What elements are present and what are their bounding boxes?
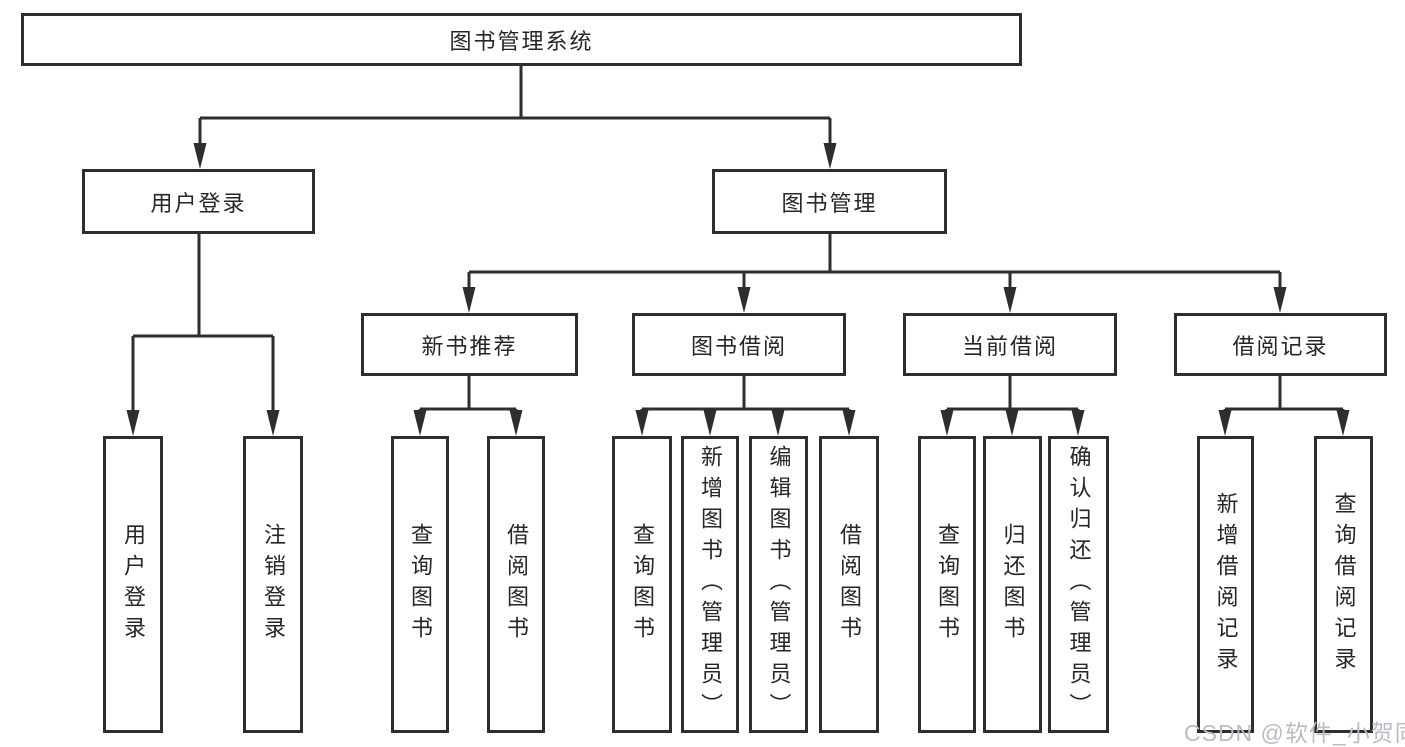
arrowhead (462, 287, 476, 313)
node-book-borrow: 图书借阅 (632, 313, 846, 376)
leaf-bb-borrow-book-label: 借阅图书 (837, 522, 862, 647)
arrowheads (126, 143, 1350, 436)
arrowhead (842, 410, 856, 436)
node-borrow-records-label: 借阅记录 (1232, 333, 1329, 359)
arrowhead (413, 410, 427, 436)
node-book-borrow-label: 图书借阅 (690, 333, 787, 359)
node-current-borrow-label: 当前借阅 (961, 333, 1058, 359)
leaf-bb-query-book-label: 查询图书 (630, 522, 655, 647)
leaf-br-query-record-label: 查询借阅记录 (1331, 491, 1357, 678)
leaf-cb-return-book-label: 归还图书 (1000, 522, 1026, 647)
leaf-nbr-query-book-label: 查询图书 (408, 522, 433, 647)
leaf-cb-return-book: 归还图书 (983, 436, 1042, 733)
node-book-management: 图书管理 (712, 169, 947, 234)
arrowhead (703, 410, 717, 436)
arrowhead (1071, 410, 1085, 436)
node-new-book-recommend-label: 新书推荐 (421, 333, 518, 359)
arrowhead (940, 410, 954, 436)
leaf-br-add-record: 新增借阅记录 (1197, 436, 1254, 733)
arrowhead (737, 287, 751, 313)
leaf-bb-borrow-book: 借阅图书 (819, 436, 879, 733)
leaf-cb-query-book-label: 查询图书 (935, 522, 960, 647)
arrowhead (1003, 287, 1017, 313)
connector-current-borrow-to-leaves (945, 375, 1080, 413)
arrowhead (1218, 410, 1232, 436)
leaf-cb-confirm-return-admin-label: 确认归还（管理员） (1066, 445, 1092, 724)
node-book-management-label: 图书管理 (781, 190, 878, 216)
arrowhead (266, 410, 280, 436)
leaf-nbr-query-book: 查询图书 (391, 436, 449, 733)
connector-book-borrow-to-leaves (640, 375, 851, 413)
leaf-logout-login: 注销登录 (243, 436, 303, 733)
leaf-nbr-borrow-book: 借阅图书 (487, 436, 545, 733)
arrowhead (1273, 287, 1287, 313)
leaf-user-login-label: 用户登录 (121, 522, 146, 647)
node-new-book-recommend: 新书推荐 (361, 313, 578, 376)
node-user-login: 用户登录 (82, 169, 315, 234)
arrowhead (823, 143, 837, 169)
leaf-bb-edit-book-admin: 编辑图书（管理员） (749, 436, 808, 733)
connector-book-mgmt-to-level3 (467, 233, 1282, 290)
connector-root-to-level2 (198, 65, 832, 146)
leaf-nbr-borrow-book-label: 借阅图书 (504, 522, 529, 647)
leaf-bb-edit-book-admin-label: 编辑图书（管理员） (766, 445, 792, 724)
leaf-bb-add-book-admin-label: 新增图书（管理员） (698, 445, 723, 724)
node-root: 图书管理系统 (21, 13, 1022, 66)
arrowhead (193, 143, 207, 169)
arrowhead (635, 410, 649, 436)
node-borrow-records: 借阅记录 (1174, 313, 1387, 376)
leaf-br-add-record-label: 新增借阅记录 (1213, 491, 1239, 678)
leaf-user-login: 用户登录 (103, 436, 163, 733)
arrowhead (1005, 410, 1019, 436)
arrowhead (126, 410, 140, 436)
csdn-watermark: CSDN @软件_小贺同学 (1184, 720, 1405, 746)
node-root-label: 图书管理系统 (449, 28, 594, 54)
node-current-borrow: 当前借阅 (903, 313, 1117, 376)
leaf-cb-confirm-return-admin: 确认归还（管理员） (1048, 436, 1109, 733)
node-user-login-label: 用户登录 (150, 190, 247, 216)
connector-new-book-to-leaves (418, 375, 518, 413)
leaf-bb-add-book-admin: 新增图书（管理员） (681, 436, 739, 733)
leaf-cb-query-book: 查询图书 (918, 436, 976, 733)
arrowhead (1336, 410, 1350, 436)
leaf-logout-login-label: 注销登录 (261, 522, 286, 647)
connector-borrow-records-to-leaves (1223, 375, 1345, 413)
arrowhead (509, 410, 523, 436)
arrowhead (771, 410, 785, 436)
connector-user-login-to-leaves (131, 233, 275, 413)
leaf-bb-query-book: 查询图书 (612, 436, 672, 733)
leaf-br-query-record: 查询借阅记录 (1314, 436, 1373, 733)
